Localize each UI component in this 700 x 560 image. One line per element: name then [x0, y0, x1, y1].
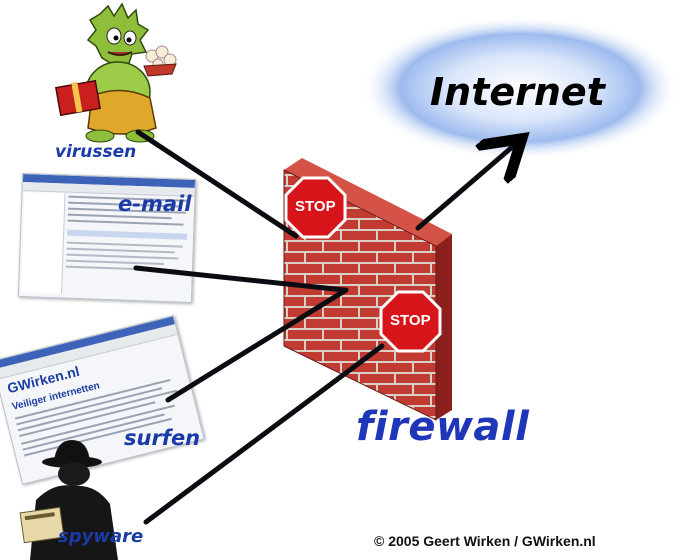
spyware-label: spyware — [58, 526, 144, 547]
stop-sign-bottom-icon — [379, 290, 442, 353]
copyright-text: © 2005 Geert Wirken / GWirken.nl — [374, 533, 596, 549]
stop-sign-bottom-text: STOP — [390, 312, 431, 329]
internet-label: Internet — [430, 70, 605, 114]
email-label: e-mail — [118, 192, 192, 216]
surfen-label: surfen — [124, 426, 201, 450]
stop-sign-top-text: STOP — [295, 198, 336, 215]
firewall-label: firewall — [356, 404, 530, 450]
stop-sign-top-icon — [284, 176, 347, 239]
virussen-label: virussen — [55, 142, 137, 162]
